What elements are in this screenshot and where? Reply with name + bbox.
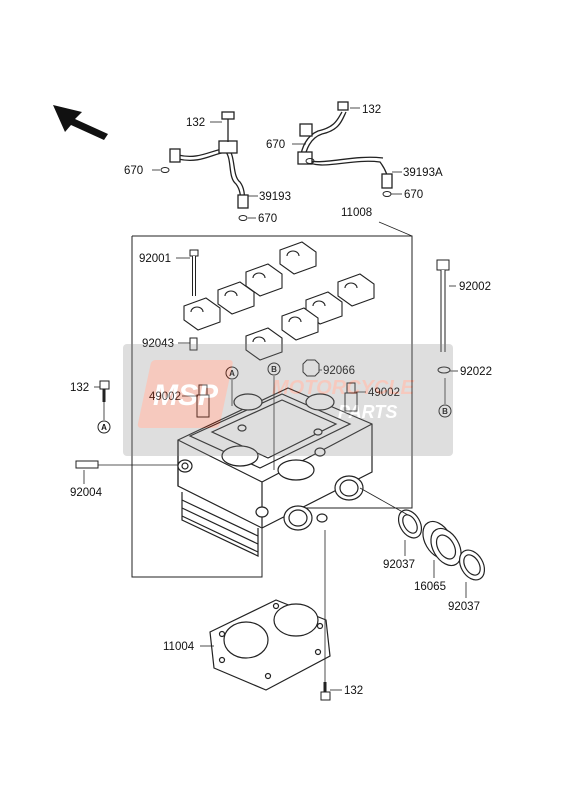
label-16065: 16065 [414,581,446,593]
clamp-92037-right [458,549,486,581]
oring-right-1 [305,158,315,164]
label-49002-left: 49002 [149,391,181,403]
label-132-bottom: 132 [344,685,363,697]
label-39193a: 39193A [403,167,443,179]
label-49002-right: 49002 [368,387,400,399]
plug-49002-left [196,384,210,418]
label-670-right-2: 670 [404,189,423,201]
stud-92001 [189,249,199,296]
part-labels: 132 132 670 39193 670 670 39193A 670 110… [70,104,492,697]
oring-left-2 [238,215,248,221]
label-132-top-right: 132 [362,104,381,116]
plug-49002-right [344,382,358,412]
head-gasket-11004 [209,599,331,691]
label-670-left-2: 670 [258,213,277,225]
marker-a-left: A [97,420,111,434]
washer-92022 [437,366,451,374]
front-direction-arrow [53,105,108,140]
leader-lines [83,107,467,691]
oring-left-1 [160,167,170,173]
label-92037-right: 92037 [448,601,480,613]
label-670-right-1: 670 [266,139,285,151]
label-92002: 92002 [459,281,491,293]
dowel-92043 [189,337,198,351]
svg-text:PARTS: PARTS [338,402,397,422]
oring-right-2 [382,191,392,197]
label-11004: 11004 [163,641,195,653]
label-11008: 11008 [341,207,372,219]
stud-92004 [75,460,99,469]
marker-b-right: B [438,404,452,418]
bolt-132-bottom [320,682,331,701]
svg-text:A: A [101,423,107,432]
bolt-132-side [99,380,110,402]
clamp-92037-left [397,509,423,539]
nut-92066 [302,359,320,377]
marker-a-top: A [225,366,239,380]
oil-pipe-right [297,101,393,189]
svg-text:B: B [271,365,277,374]
watermark-logo: MSP MOTORCYCLE PARTS [123,344,453,456]
long-stud-92002 [436,259,450,352]
label-92001: 92001 [139,253,171,265]
label-92004: 92004 [70,487,103,499]
label-92022: 92022 [460,366,492,378]
svg-text:MOTORCYCLE: MOTORCYCLE [272,377,415,399]
svg-text:B: B [442,407,448,416]
label-39193: 39193 [259,191,291,203]
label-670-left-1: 670 [124,165,143,177]
camshaft-caps [183,241,375,361]
marker-b-top: B [267,362,281,376]
label-132-side: 132 [70,382,89,394]
label-92066: 92066 [323,365,355,377]
svg-text:A: A [229,369,235,378]
label-92043: 92043 [142,338,174,350]
holder-16065 [422,520,462,567]
label-132-top-left: 132 [186,117,205,129]
oil-pipe-left [169,111,249,209]
svg-text:MSP: MSP [153,379,219,412]
label-92037-left: 92037 [383,559,415,571]
